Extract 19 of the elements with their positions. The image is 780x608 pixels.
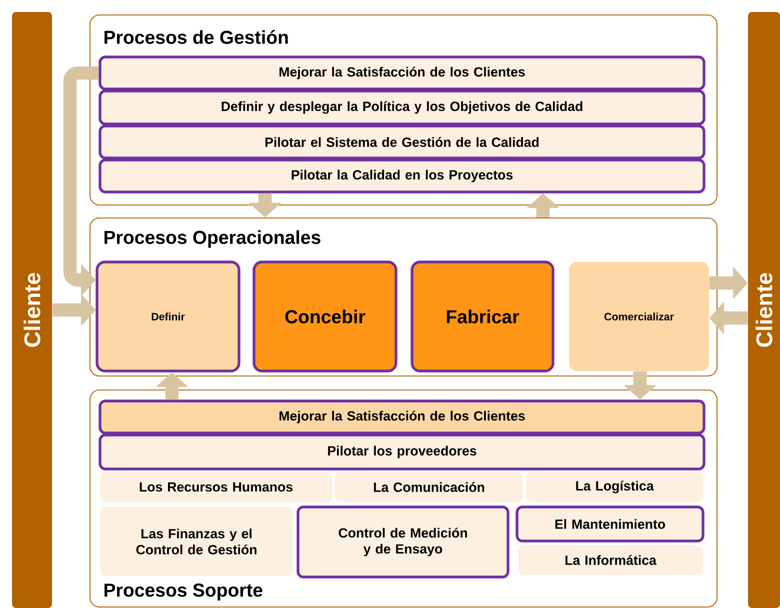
process-box: Pilotar la Calidad en los Proyectos — [98, 158, 706, 194]
process-box: Mejorar la Satisfacción de los Clientes — [98, 400, 706, 434]
process-box: Mejorar la Satisfacción de los Clientes — [98, 56, 706, 90]
process-box: La Comunicación — [335, 472, 523, 502]
process-box: Pilotar el Sistema de Gestión de la Calidad — [98, 124, 706, 160]
process-box: La Informática — [518, 545, 704, 575]
process-box: Los Recursos Humanos — [100, 472, 332, 502]
process-box: Pilotar los proveedores — [98, 434, 706, 470]
process-box: Comercializar — [569, 262, 709, 371]
process-box: Definir y desplegar la Política y los Objetivos de Calidad — [98, 90, 706, 126]
client-bar: Cliente — [12, 12, 52, 608]
client-bar: Cliente — [748, 12, 780, 608]
process-box: El Mantenimiento — [516, 506, 704, 542]
process-box: Definir — [96, 260, 240, 372]
process-box: Control de Medición y de Ensayo — [296, 506, 510, 578]
process-box: Fabricar — [410, 260, 554, 372]
process-box: La Logística — [526, 472, 704, 502]
process-box: Las Finanzas y el Control de Gestión — [100, 507, 294, 576]
process-box: Concebir — [252, 260, 398, 372]
